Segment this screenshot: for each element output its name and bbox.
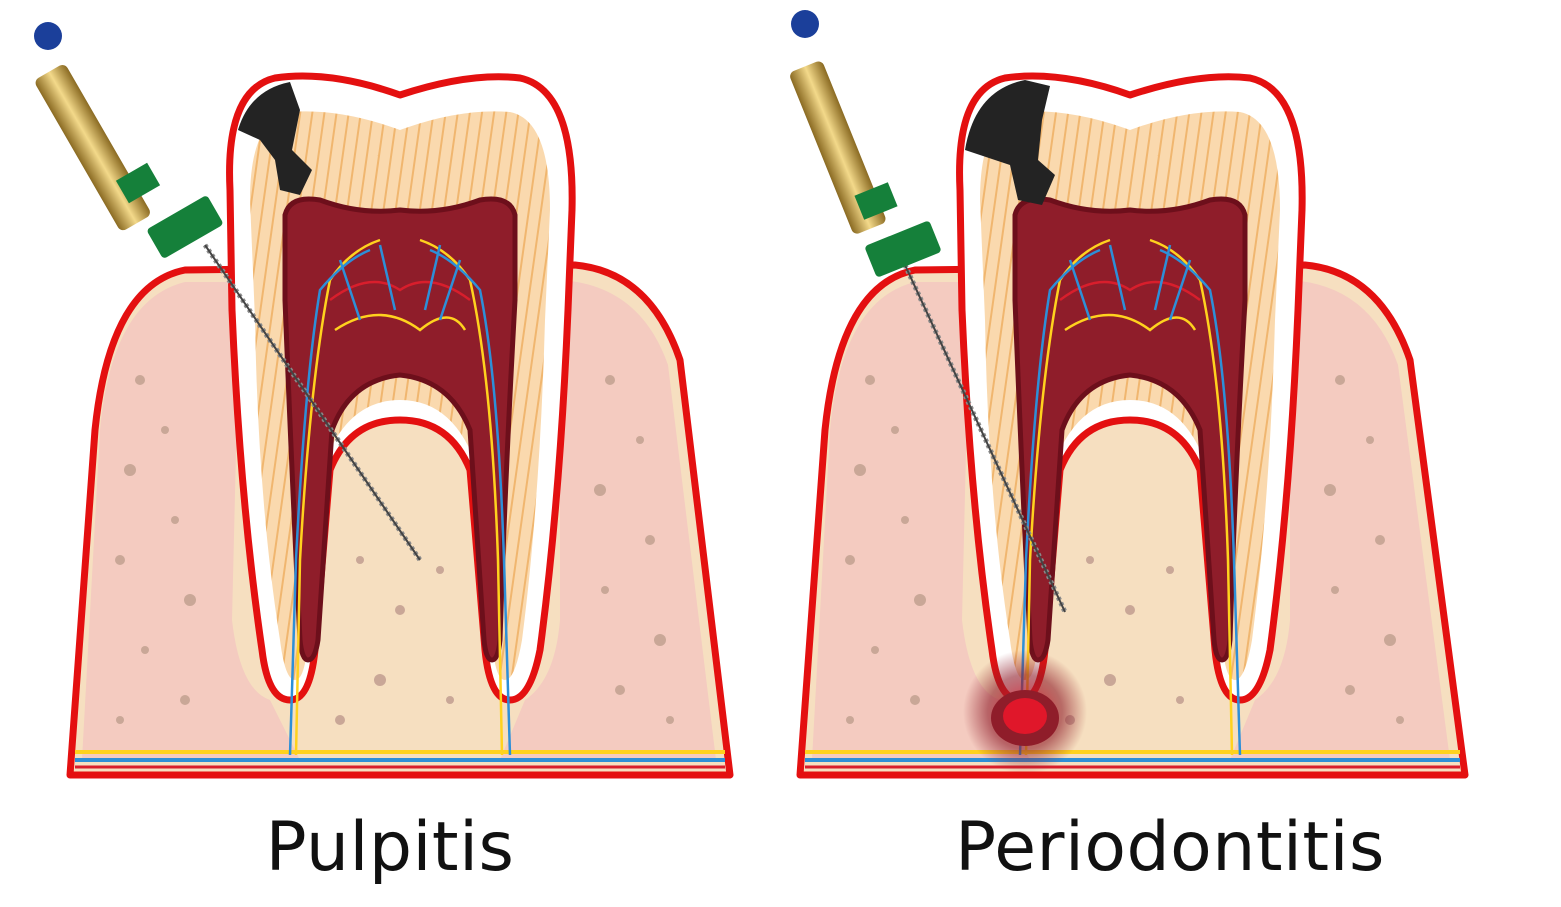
pulpitis-diagram [34,22,734,779]
endodontic-file [790,10,1068,614]
bone-texture [845,375,1404,725]
caries [238,82,312,195]
bone-texture [115,375,674,725]
pulpitis-label: Pulpitis [265,808,515,887]
periodontitis-diagram [790,10,1469,779]
pulp [282,196,518,663]
gum-left [82,282,300,760]
pulp-nerves [288,238,512,756]
periodontitis-label: Periodontitis [955,808,1385,887]
caries [965,80,1055,205]
gum-left [812,282,1030,760]
pulpitis-panel: Pulpitis [0,0,780,907]
pulp-nerves [1018,238,1242,756]
periodontitis-panel: Periodontitis [780,0,1560,907]
periapical-abscess [963,650,1087,774]
endodontic-file [34,22,423,562]
